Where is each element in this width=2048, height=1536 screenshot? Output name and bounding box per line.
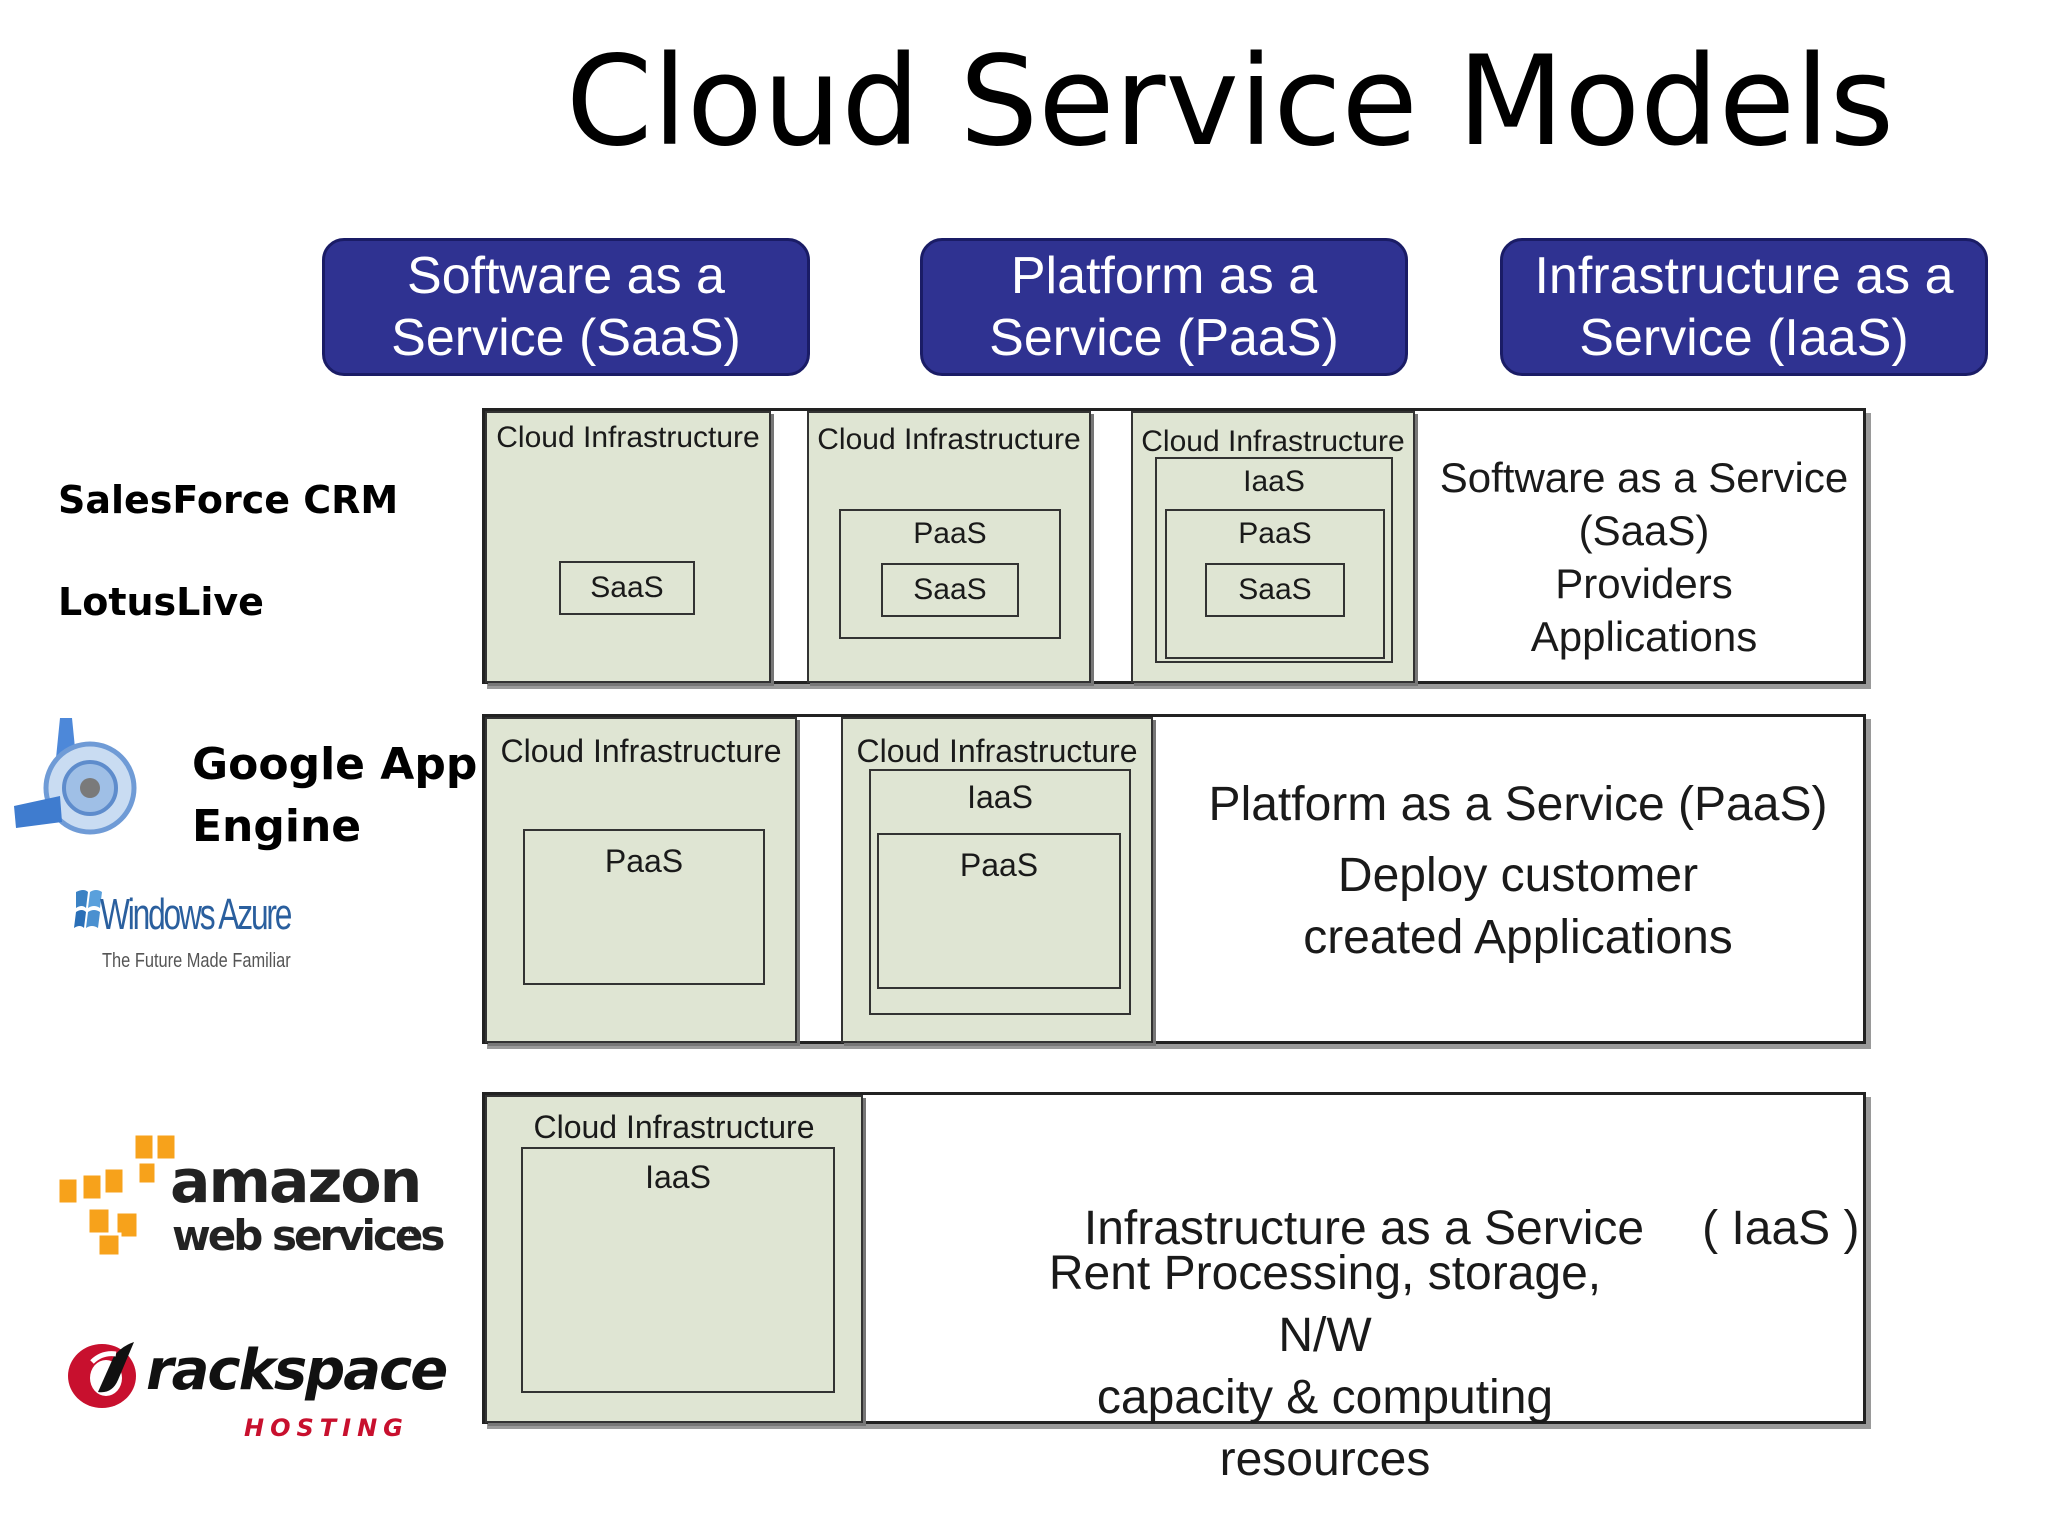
- header-paas-line2: Service (PaaS): [989, 309, 1339, 367]
- iaas-desc-line1: Rent Processing, storage, N/W: [1048, 1247, 1602, 1362]
- header-paas-line1: Platform as a: [1010, 247, 1318, 305]
- paas-desc-line1: Deploy customer: [1337, 849, 1699, 902]
- iaas-box: IaaS PaaS: [869, 769, 1131, 1015]
- header-paas: Platform as a Service (PaaS): [920, 238, 1408, 376]
- cloud-infrastructure-label: Cloud Infrastructure: [496, 421, 760, 454]
- vendor-rackspace-sub: HOSTING: [244, 1414, 409, 1442]
- iaas-panel-1: Cloud Infrastructure IaaS: [485, 1095, 863, 1423]
- iaas-description: Rent Processing, storage, N/W capacity &…: [1005, 1243, 1645, 1491]
- header-saas: Software as a Service (SaaS): [322, 238, 810, 376]
- vendor-salesforce: SalesForce CRM: [58, 478, 399, 522]
- paas-label: PaaS: [959, 847, 1039, 883]
- iaas-desc-abbr: ( IaaS ): [1702, 1202, 1860, 1255]
- saas-label: SaaS: [590, 571, 664, 604]
- saas-row: Cloud Infrastructure SaaS Cloud Infrastr…: [482, 408, 1866, 684]
- saas-desc-line4: Applications: [1530, 613, 1758, 660]
- vendor-amazon-line1: amazon: [170, 1147, 422, 1217]
- header-iaas: Infrastructure as a Service (IaaS): [1500, 238, 1988, 376]
- header-saas-line2: Service (SaaS): [391, 309, 741, 367]
- paas-panel-2: Cloud Infrastructure IaaS PaaS: [841, 717, 1153, 1043]
- vendor-azure-name: Windows Azure: [100, 890, 292, 939]
- iaas-box: IaaS: [521, 1147, 835, 1393]
- iaas-description-title: Infrastructure as a Service ( IaaS ): [1025, 1139, 1865, 1319]
- page-title: Cloud Service Models: [565, 30, 1895, 174]
- paas-description: Platform as a Service (PaaS) Deploy cust…: [1171, 775, 1865, 969]
- iaas-row: Cloud Infrastructure IaaS Infrastructure…: [482, 1092, 1866, 1486]
- paas-box: PaaS: [877, 833, 1121, 989]
- vendor-azure-tagline: The Future Made Familiar: [102, 950, 291, 972]
- iaas-label: IaaS: [645, 1159, 711, 1195]
- paas-label: PaaS: [604, 843, 684, 879]
- saas-panel-1: Cloud Infrastructure SaaS: [485, 411, 771, 683]
- iaas-label: IaaS: [967, 779, 1033, 815]
- vendor-lotuslive: LotusLive: [58, 580, 264, 624]
- paas-row: Cloud Infrastructure PaaS Cloud Infrastr…: [482, 714, 1866, 1044]
- vendor-google: Google App Engine: [192, 734, 477, 858]
- google-app-engine-icon: [14, 718, 137, 835]
- vendor-google-line1: Google App: [192, 739, 478, 790]
- cloud-infrastructure-label: Cloud Infrastructure: [817, 423, 1081, 456]
- saas-label: SaaS: [913, 573, 987, 606]
- saas-box: SaaS: [881, 563, 1019, 617]
- iaas-label: IaaS: [1243, 465, 1305, 498]
- saas-desc-line3: Providers: [1555, 560, 1733, 607]
- cloud-infrastructure-label: Cloud Infrastructure: [1141, 425, 1405, 458]
- cloud-infrastructure-label: Cloud Infrastructure: [500, 733, 782, 769]
- iaas-box: IaaS PaaS SaaS: [1155, 457, 1393, 663]
- paas-desc-line2: created Applications: [1303, 911, 1733, 964]
- saas-panel-2: Cloud Infrastructure PaaS SaaS: [807, 411, 1091, 683]
- cloud-infrastructure-label: Cloud Infrastructure: [533, 1109, 815, 1145]
- amazon-cubes-icon: [58, 1132, 178, 1258]
- cloud-infrastructure-label: Cloud Infrastructure: [856, 733, 1138, 769]
- saas-label: SaaS: [1238, 573, 1312, 606]
- header-iaas-line2: Service (IaaS): [1579, 309, 1909, 367]
- iaas-desc-title: Infrastructure as a Service: [1083, 1202, 1645, 1255]
- saas-desc-line1: Software as a Service: [1439, 454, 1849, 501]
- saas-description: Software as a Service (SaaS) Providers A…: [1421, 451, 1867, 663]
- paas-label: PaaS: [1238, 517, 1312, 550]
- saas-panel-3: Cloud Infrastructure IaaS PaaS SaaS: [1131, 411, 1415, 683]
- vendor-amazon-tm: TM: [402, 1226, 417, 1237]
- saas-desc-line2: (SaaS): [1578, 507, 1710, 554]
- paas-desc-title: Platform as a Service (PaaS): [1208, 778, 1828, 831]
- vendor-amazon-line2: web services: [172, 1211, 445, 1260]
- iaas-desc-line2: capacity & computing resources: [1096, 1371, 1554, 1486]
- header-iaas-line1: Infrastructure as a: [1534, 247, 1954, 305]
- paas-panel-1: Cloud Infrastructure PaaS: [485, 717, 797, 1043]
- paas-box: PaaS SaaS: [1165, 509, 1385, 659]
- saas-box: SaaS: [559, 561, 695, 615]
- header-saas-line1: Software as a: [407, 247, 725, 305]
- rackspace-swoosh-icon: [68, 1342, 136, 1408]
- windows-flag-icon: [74, 890, 102, 928]
- vendor-rackspace-name: rackspace: [146, 1338, 448, 1403]
- saas-box: SaaS: [1205, 563, 1345, 617]
- vendor-google-line2: Engine: [192, 801, 362, 852]
- paas-box: PaaS: [523, 829, 765, 985]
- paas-box: PaaS SaaS: [839, 509, 1061, 639]
- paas-label: PaaS: [913, 517, 987, 550]
